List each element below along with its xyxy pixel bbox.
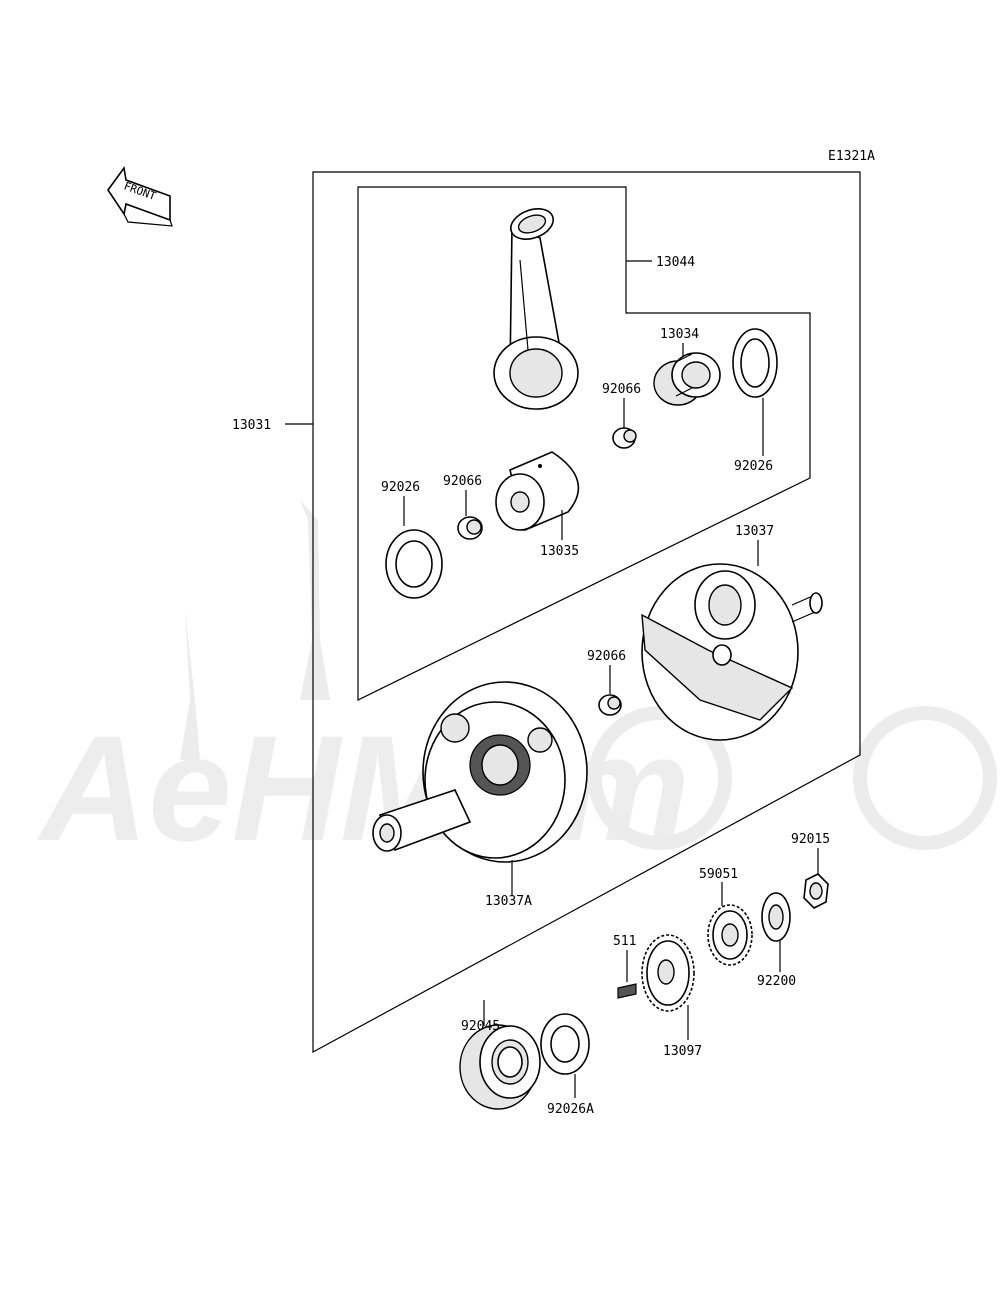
bushing-upper [612,427,637,449]
label-13037: 13037 [735,524,774,539]
diagram-code: E1321A [828,149,875,164]
woodruff-key [617,983,637,999]
label-92026-left: 92026 [381,480,420,495]
thrust-washer-right [732,328,778,398]
label-92066-left: 92066 [443,474,482,489]
label-13097: 13097 [663,1044,702,1059]
connecting-rod [493,208,579,410]
ball-bearing [459,1024,541,1110]
outer-frame [312,171,861,1054]
label-13037A: 13037A [485,894,532,909]
thrust-washer-left [385,529,443,599]
label-92026-right: 92026 [734,459,773,474]
bushing-left [457,516,483,540]
crankpin [495,451,580,532]
label-13034: 13034 [660,327,699,342]
label-92015: 92015 [791,832,830,847]
gear-59051 [707,904,753,966]
flywheel-right [641,563,823,741]
nut [803,873,829,909]
label-92066-middle: 92066 [587,649,626,664]
label-13031: 13031 [232,418,271,433]
label-13035: 13035 [540,544,579,559]
front-arrow-icon: FRONT [107,165,173,227]
label-92066-upper: 92066 [602,382,641,397]
label-92026A: 92026A [547,1102,594,1117]
label-59051: 59051 [699,867,738,882]
gear-13097 [641,934,695,1012]
label-92045: 92045 [461,1019,500,1034]
bushing-middle [598,694,622,716]
flywheel-left [372,681,588,863]
lock-washer [761,892,791,942]
label-92200: 92200 [757,974,796,989]
inner-frame [357,186,811,701]
thrust-washer-bottom [540,1013,590,1075]
needle-bearing [653,352,721,406]
label-13044: 13044 [656,255,695,270]
label-511: 511 [613,934,636,949]
